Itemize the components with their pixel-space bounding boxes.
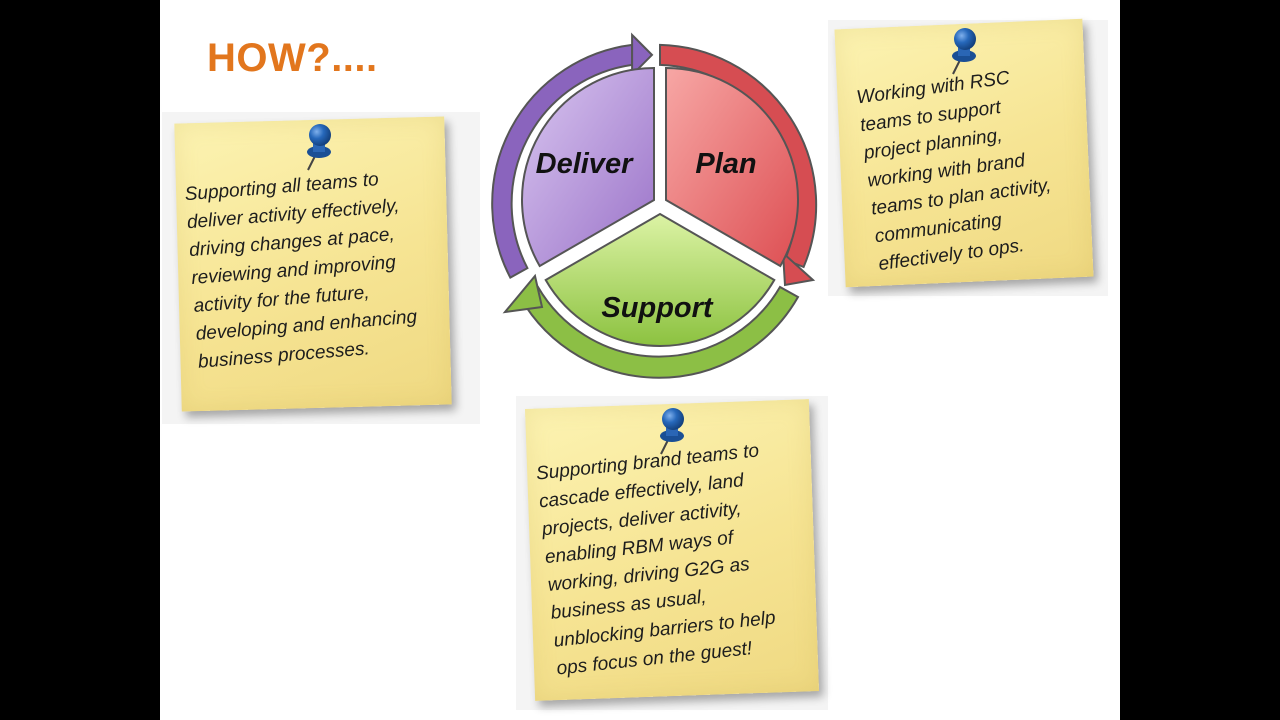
segment-support [544, 212, 776, 347]
segment-label-plan: Plan [695, 148, 756, 180]
segment-deliver [521, 66, 655, 268]
note-text-support: Supporting brand teams to cascade effect… [535, 440, 777, 680]
note-text-deliver: Supporting all teams to deliver activity… [184, 169, 418, 373]
page-title: HOW?.... [207, 36, 378, 80]
push-pin-icon [660, 408, 684, 455]
arc-arrow-purple [491, 32, 654, 279]
segment-label-support: Support [601, 292, 713, 324]
arc-arrow-green [502, 273, 800, 379]
push-pin-icon [307, 124, 331, 171]
slide: HOW?.... [160, 0, 1120, 720]
note-text-plan: Working with RSC teams to support projec… [855, 67, 1053, 276]
cycle-diagram: Deliver Plan Support [491, 32, 818, 379]
segment-plan [665, 66, 799, 268]
push-pin-icon [952, 28, 976, 75]
segment-label-deliver: Deliver [536, 148, 634, 180]
